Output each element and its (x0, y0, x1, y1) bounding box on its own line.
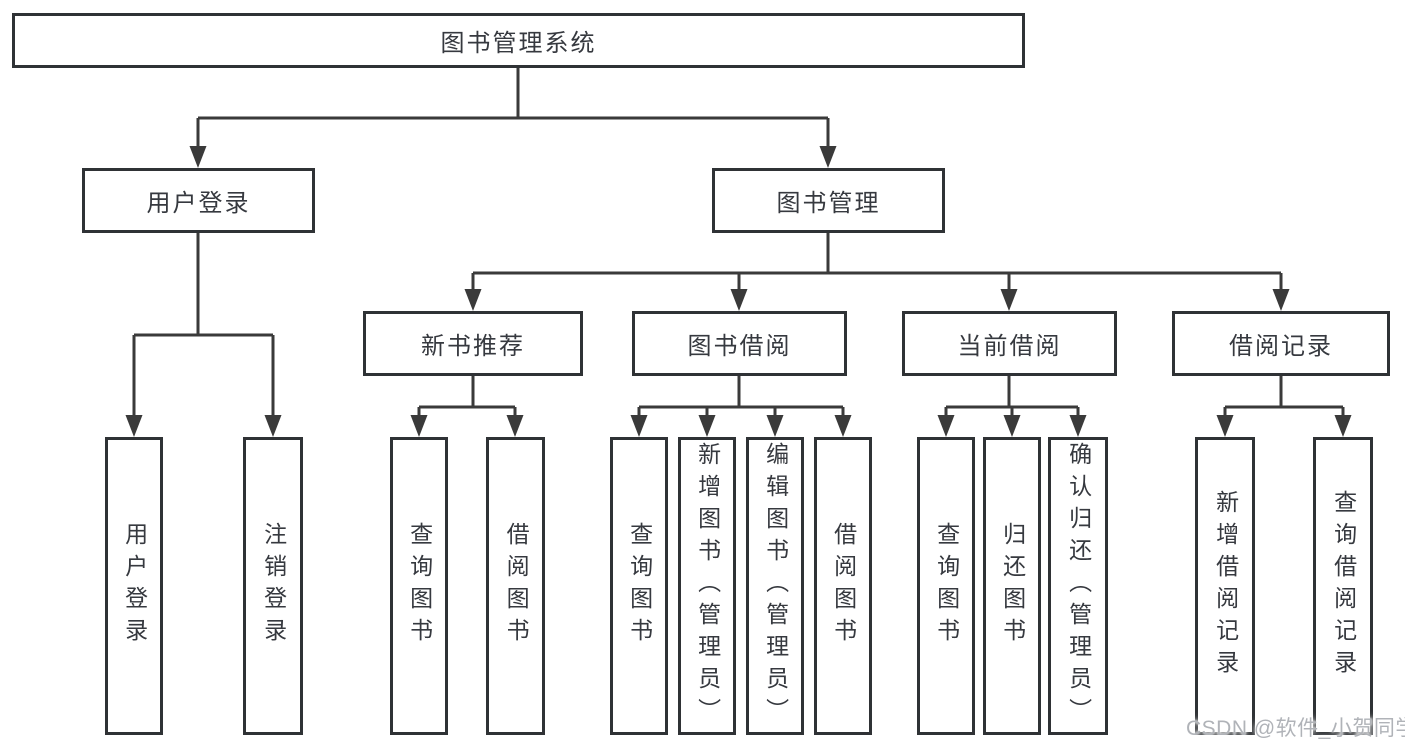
arrowhead (506, 415, 524, 437)
node-book-management-label: 图书管理 (776, 190, 881, 217)
csdn-watermark: CSDN @软件_小贺同学 (1186, 717, 1405, 740)
node-book-management: 图书管理 (712, 168, 945, 233)
leaf-borrow-query-label: 查询图书 (626, 522, 653, 650)
node-current-borrow: 当前借阅 (902, 311, 1117, 376)
leaf-record-query: 查询借阅记录 (1313, 437, 1373, 735)
node-borrow-records-label: 借阅记录 (1229, 333, 1333, 360)
arrowhead (1000, 289, 1018, 311)
node-root-label: 图书管理系统 (440, 30, 597, 57)
leaf-borrow-book-label: 借阅图书 (830, 522, 857, 650)
arrowhead (1216, 415, 1234, 437)
node-user-login: 用户登录 (82, 168, 315, 233)
node-current-borrow-label: 当前借阅 (957, 333, 1062, 360)
node-root: 图书管理系统 (12, 13, 1025, 68)
arrowheads (125, 146, 1352, 437)
node-book-borrow-label: 图书借阅 (687, 333, 792, 360)
leaf-record-query-label: 查询借阅记录 (1330, 490, 1357, 682)
leaf-newbook-borrow: 借阅图书 (486, 437, 545, 735)
leaf-borrow-add-admin-label: 新增图书（管理员） (694, 442, 721, 730)
arrowhead (766, 415, 784, 437)
arrowhead (819, 146, 837, 168)
leaf-current-query-label: 查询图书 (933, 522, 960, 650)
leaf-current-return: 归还图书 (983, 437, 1041, 735)
arrowhead (264, 415, 282, 437)
connector-paths (132, 68, 1345, 419)
leaf-borrow-edit-admin: 编辑图书（管理员） (746, 437, 804, 735)
node-borrow-records: 借阅记录 (1172, 311, 1390, 376)
node-new-book-recommend-label: 新书推荐 (421, 333, 525, 360)
arrowhead (1003, 415, 1021, 437)
leaf-current-confirm-admin: 确认归还（管理员） (1048, 437, 1108, 735)
leaf-current-query: 查询图书 (917, 437, 975, 735)
leaf-logout: 注销登录 (243, 437, 303, 735)
node-new-book-recommend: 新书推荐 (363, 311, 583, 376)
node-book-borrow: 图书借阅 (632, 311, 847, 376)
arrowhead (698, 415, 716, 437)
arrowhead (1272, 289, 1290, 311)
leaf-newbook-query-label: 查询图书 (406, 522, 433, 650)
leaf-borrow-book: 借阅图书 (814, 437, 872, 735)
leaf-borrow-edit-admin-label: 编辑图书（管理员） (762, 442, 789, 730)
arrowhead (1069, 415, 1087, 437)
arrowhead (937, 415, 955, 437)
leaf-record-add-label: 新增借阅记录 (1212, 490, 1239, 682)
leaf-logout-label: 注销登录 (260, 522, 287, 650)
leaf-borrow-add-admin: 新增图书（管理员） (678, 437, 736, 735)
arrowhead (834, 415, 852, 437)
leaf-user-login: 用户登录 (105, 437, 163, 735)
leaf-borrow-query: 查询图书 (610, 437, 668, 735)
arrowhead (630, 415, 648, 437)
arrowhead (730, 289, 748, 311)
leaf-user-login-label: 用户登录 (121, 522, 148, 650)
node-user-login-label: 用户登录 (146, 190, 251, 217)
leaf-current-confirm-admin-label: 确认归还（管理员） (1065, 442, 1092, 730)
leaf-current-return-label: 归还图书 (999, 522, 1026, 650)
arrowhead (410, 415, 428, 437)
leaf-newbook-borrow-label: 借阅图书 (503, 522, 530, 650)
arrowhead (125, 415, 143, 437)
arrowhead (464, 289, 482, 311)
leaf-record-add: 新增借阅记录 (1195, 437, 1255, 735)
arrowhead (189, 146, 207, 168)
arrowhead (1334, 415, 1352, 437)
leaf-newbook-query: 查询图书 (390, 437, 448, 735)
